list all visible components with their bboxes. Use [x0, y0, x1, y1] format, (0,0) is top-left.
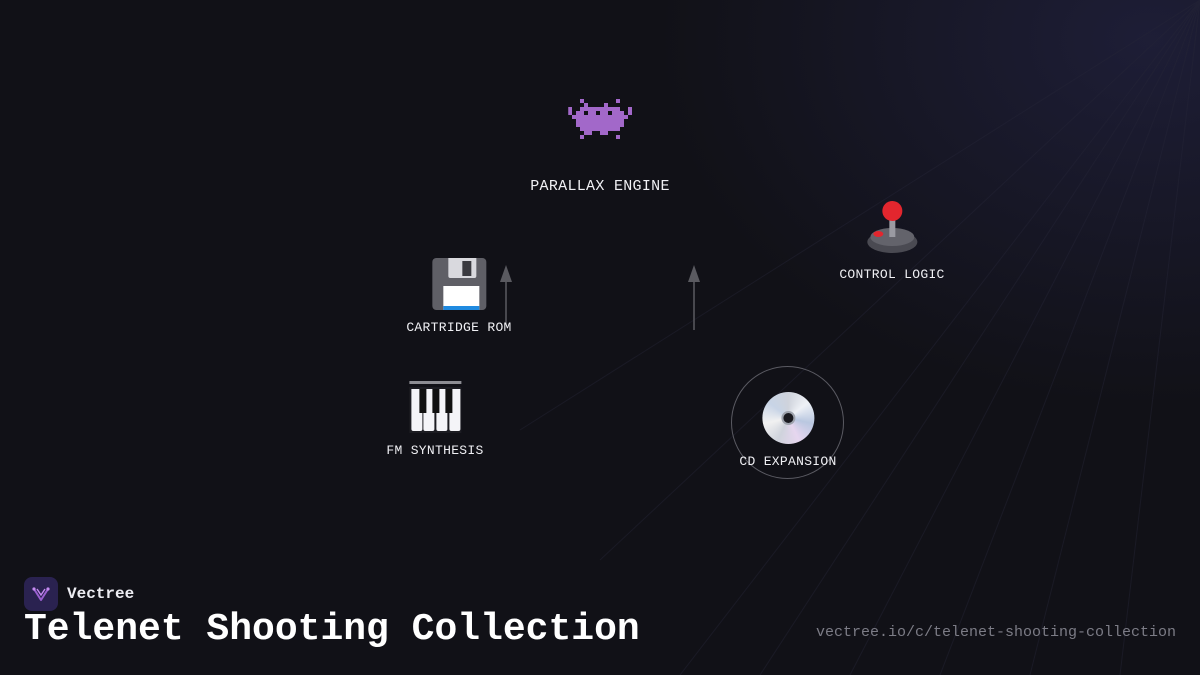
- floppy-disk-icon: [431, 258, 486, 310]
- brand[interactable]: Vectree: [24, 577, 134, 611]
- edge-cd-to-engine: [688, 265, 700, 330]
- piano-keys-icon: [407, 381, 463, 433]
- highlight-ring: [731, 366, 844, 479]
- space-invader-icon: [568, 99, 632, 139]
- brand-name: Vectree: [67, 585, 135, 603]
- optical-disc-icon: [762, 392, 814, 444]
- joystick-icon: [864, 201, 920, 257]
- node-label: CD EXPANSION: [739, 454, 837, 469]
- node-cd-expansion[interactable]: CD EXPANSION: [739, 392, 836, 469]
- edge-cart-to-engine: [500, 265, 512, 325]
- node-cartridge-rom[interactable]: CARTRIDGE ROM: [406, 258, 511, 335]
- node-label: CARTRIDGE ROM: [406, 320, 512, 335]
- node-label: PARALLAX ENGINE: [530, 178, 670, 195]
- node-control-logic[interactable]: CONTROL LOGIC: [839, 201, 944, 282]
- node-fm-synthesis[interactable]: FM SYNTHESIS: [386, 381, 483, 458]
- page-title: Telenet Shooting Collection: [24, 608, 640, 651]
- node-label: CONTROL LOGIC: [839, 267, 945, 282]
- page-url[interactable]: vectree.io/c/telenet-shooting-collection: [815, 624, 1176, 641]
- node-parallax-engine[interactable]: PARALLAX ENGINE: [530, 98, 670, 195]
- vectree-logo-icon: [24, 577, 58, 611]
- node-label: FM SYNTHESIS: [386, 443, 484, 458]
